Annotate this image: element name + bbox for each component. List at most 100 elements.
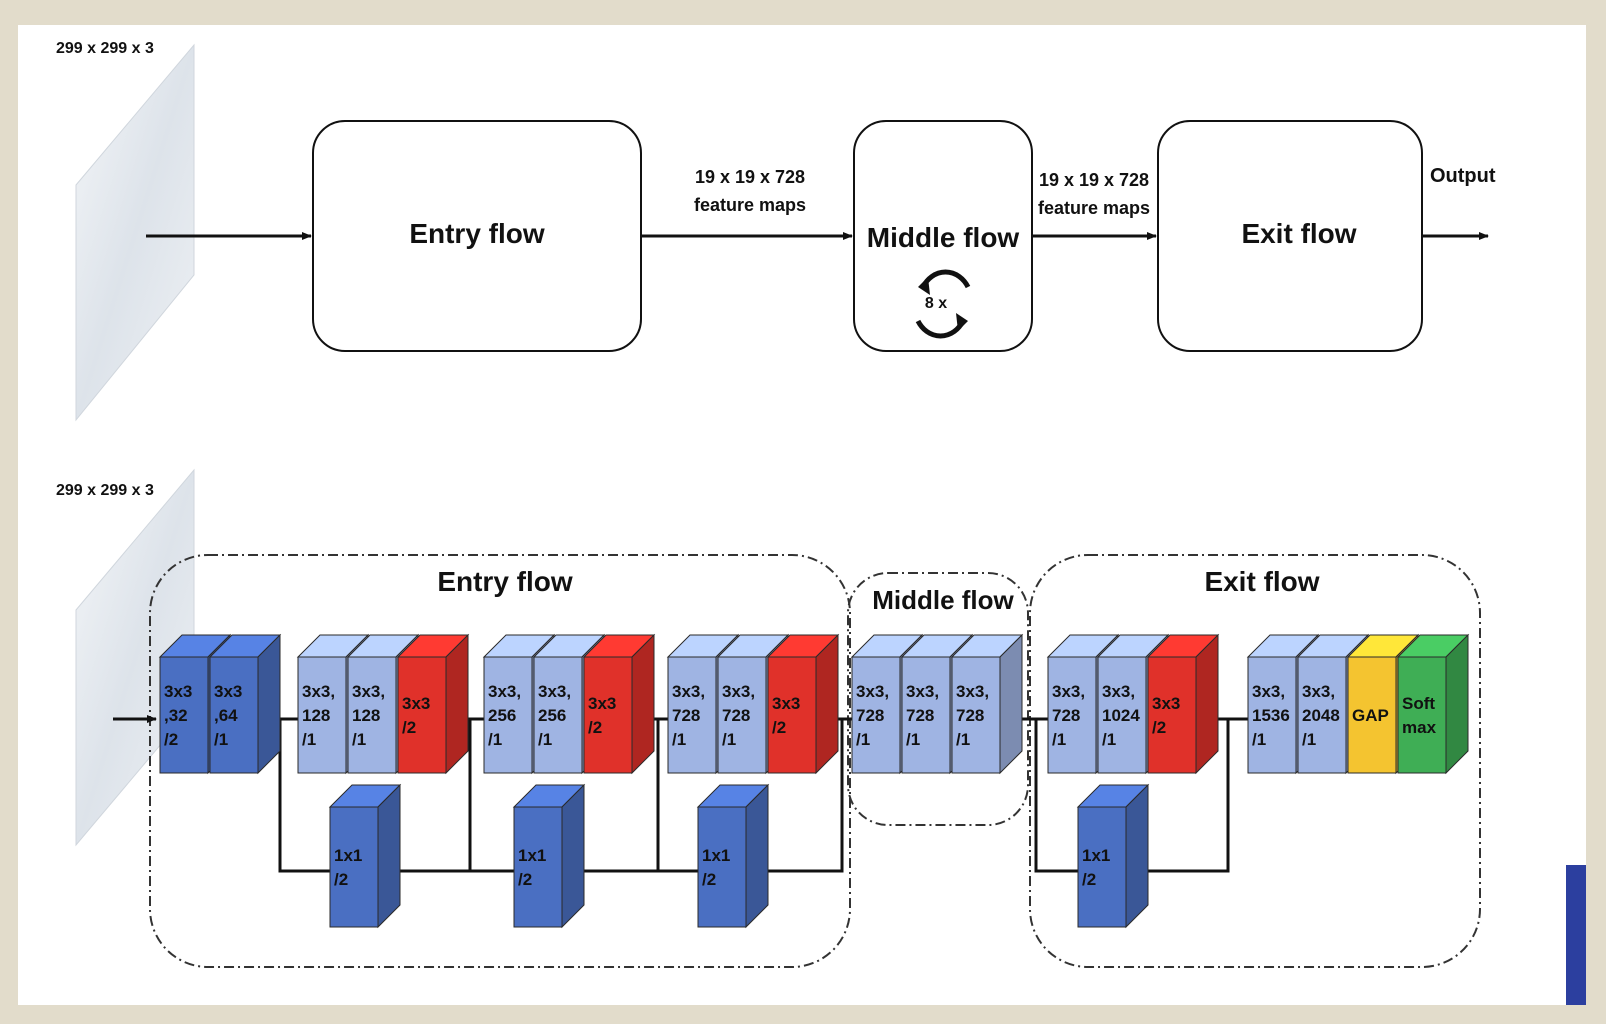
layer-block-15-text: /1 bbox=[856, 730, 870, 749]
layer-block-9-text: 3x3 bbox=[588, 694, 616, 713]
layer-block-18-text: 728 bbox=[1052, 706, 1080, 725]
input-size-label-bottom: 299 x 299 x 3 bbox=[56, 482, 154, 499]
layer-block-16-text: 3x3, bbox=[906, 682, 939, 701]
middle-flow-group bbox=[847, 572, 1029, 826]
layer-block-4-text: 128 bbox=[352, 706, 380, 725]
feature-maps-1-size: 19 x 19 x 728 bbox=[695, 167, 805, 187]
layer-block-11-text: /1 bbox=[672, 730, 686, 749]
layer-block-14: 1x1/2 bbox=[696, 783, 770, 929]
entry-flow-group bbox=[149, 554, 851, 968]
layer-block-12-text: 728 bbox=[722, 706, 750, 725]
feature-maps-1-label: feature maps bbox=[694, 195, 806, 215]
layer-block-15-text: 728 bbox=[856, 706, 884, 725]
layer-block-20: 3x3/2 bbox=[1146, 633, 1220, 775]
layer-block-5: 3x3/2 bbox=[396, 633, 470, 775]
layer-block-6: 1x1/2 bbox=[328, 783, 402, 929]
layer-block-21-text: /2 bbox=[1082, 870, 1096, 889]
layer-block-8-text: 256 bbox=[538, 706, 566, 725]
layer-block-18-text: /1 bbox=[1052, 730, 1066, 749]
layer-blocks: 3x3,32/23x3,64/13x3,128/13x3,128/13x3/21… bbox=[158, 633, 1470, 929]
xception-diagram: 299 x 299 x 3 Entry flow 19 x 19 x 728 f… bbox=[56, 40, 1496, 968]
layer-block-4-text: /1 bbox=[352, 730, 366, 749]
exit-flow-label-top: Exit flow bbox=[1241, 218, 1356, 249]
layer-block-11-text: 3x3, bbox=[672, 682, 705, 701]
repeat-count-label: 8 x bbox=[925, 295, 947, 312]
layer-block-22-text: 1536 bbox=[1252, 706, 1290, 725]
layer-block-20-text: 3x3 bbox=[1152, 694, 1180, 713]
layer-block-14-text: /2 bbox=[702, 870, 716, 889]
layer-block-18: 3x3, 728/1 bbox=[1046, 633, 1120, 775]
layer-block-10: 1x1/2 bbox=[512, 783, 586, 929]
layer-block-1-text: 3x3 bbox=[164, 682, 192, 701]
layer-block-3-text: 128 bbox=[302, 706, 330, 725]
layer-block-1-text: /2 bbox=[164, 730, 178, 749]
layer-block-23-text: /1 bbox=[1302, 730, 1316, 749]
layer-block-23-text: 3x3, bbox=[1302, 682, 1335, 701]
layer-block-19: 3x3, 1024/1 bbox=[1096, 633, 1170, 775]
layer-block-5-text: 3x3 bbox=[402, 694, 430, 713]
layer-block-8-text: 3x3, bbox=[538, 682, 571, 701]
layer-block-21: 1x1/2 bbox=[1076, 783, 1150, 929]
layer-block-21-text: 1x1 bbox=[1082, 846, 1110, 865]
layer-block-9: 3x3/2 bbox=[582, 633, 656, 775]
layer-block-6-text: 1x1 bbox=[334, 846, 362, 865]
entry-flow-label-top: Entry flow bbox=[409, 218, 545, 249]
output-label: Output bbox=[1430, 165, 1496, 187]
layer-block-24-text: GAP bbox=[1352, 706, 1389, 725]
layer-block-13-text: 3x3 bbox=[772, 694, 800, 713]
input-size-label-top: 299 x 299 x 3 bbox=[56, 40, 154, 57]
layer-block-19-text: /1 bbox=[1102, 730, 1116, 749]
layer-block-5-text: /2 bbox=[402, 718, 416, 737]
exit-flow-group-label: Exit flow bbox=[1204, 566, 1319, 597]
layer-block-4-text: 3x3, bbox=[352, 682, 385, 701]
layer-block-10-text: /2 bbox=[518, 870, 532, 889]
layer-block-20-text: /2 bbox=[1152, 718, 1166, 737]
layer-block-13: 3x3/2 bbox=[766, 633, 840, 775]
feature-maps-2-label: feature maps bbox=[1038, 198, 1150, 218]
layer-block-7-text: 3x3, bbox=[488, 682, 521, 701]
layer-block-8-text: /1 bbox=[538, 730, 552, 749]
layer-block-22-text: /1 bbox=[1252, 730, 1266, 749]
middle-flow-group-label: Middle flow bbox=[872, 585, 1014, 615]
layer-block-11-text: 728 bbox=[672, 706, 700, 725]
layer-block-19-text: 3x3, bbox=[1102, 682, 1135, 701]
layer-block-17-text: 728 bbox=[956, 706, 984, 725]
layer-block-6-text: /2 bbox=[334, 870, 348, 889]
diagram-canvas: 299 x 299 x 3 Entry flow 19 x 19 x 728 f… bbox=[18, 25, 1586, 1005]
layer-block-12-text: 3x3, bbox=[722, 682, 755, 701]
layer-block-25-text: Soft bbox=[1402, 694, 1435, 713]
layer-block-2-text: /1 bbox=[214, 730, 228, 749]
exit-flow-group bbox=[1029, 554, 1481, 968]
layer-block-12-text: /1 bbox=[722, 730, 736, 749]
layer-block-17-text: /1 bbox=[956, 730, 970, 749]
layer-block-7-text: 256 bbox=[488, 706, 516, 725]
middle-flow-label-top: Middle flow bbox=[867, 222, 1020, 253]
layer-block-9-text: /2 bbox=[588, 718, 602, 737]
layer-block-23-text: 2048 bbox=[1302, 706, 1340, 725]
layer-block-17-text: 3x3, bbox=[956, 682, 989, 701]
layer-block-16-text: 728 bbox=[906, 706, 934, 725]
layer-block-14-text: 1x1 bbox=[702, 846, 730, 865]
layer-block-2-text: ,64 bbox=[214, 706, 238, 725]
layer-block-19-text: 1024 bbox=[1102, 706, 1140, 725]
layer-block-2: 3x3 ,64/1 bbox=[208, 633, 282, 775]
layer-block-3-text: 3x3, bbox=[302, 682, 335, 701]
layer-block-13-text: /2 bbox=[772, 718, 786, 737]
input-image-top bbox=[75, 43, 195, 422]
layer-block-10-text: 1x1 bbox=[518, 846, 546, 865]
layer-block-22-text: 3x3, bbox=[1252, 682, 1285, 701]
layer-block-16-text: /1 bbox=[906, 730, 920, 749]
layer-block-1-text: ,32 bbox=[164, 706, 188, 725]
layer-block-17: 3x3, 728/1 bbox=[950, 633, 1024, 775]
layer-block-25: Soft max bbox=[1396, 633, 1470, 775]
entry-flow-group-label: Entry flow bbox=[437, 566, 573, 597]
layer-block-7-text: /1 bbox=[488, 730, 502, 749]
layer-block-18-text: 3x3, bbox=[1052, 682, 1085, 701]
layer-block-2-text: 3x3 bbox=[214, 682, 242, 701]
layer-block-3-text: /1 bbox=[302, 730, 316, 749]
feature-maps-2-size: 19 x 19 x 728 bbox=[1039, 170, 1149, 190]
layer-block-15-text: 3x3, bbox=[856, 682, 889, 701]
layer-block-25-text: max bbox=[1402, 718, 1437, 737]
repeat-loop-icon bbox=[915, 269, 971, 339]
corner-accent bbox=[1566, 865, 1586, 1005]
